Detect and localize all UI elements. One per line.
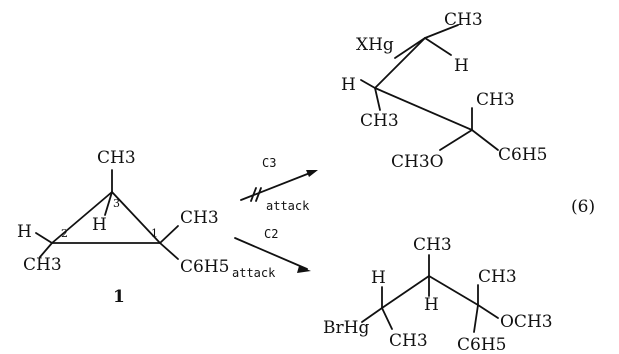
atom-bottom-c6h5: C6H5 (457, 335, 506, 354)
atom-c1-methyl: CH3 (180, 208, 219, 228)
arrow-bottom-sub: C2 (264, 227, 278, 241)
atom-bottom-ch3-bottom: CH3 (389, 331, 428, 351)
bond-c2-methyl (39, 242, 53, 258)
product-bottom: CH3 H H CH3 OCH3 BrHg CH3 C6H5 (323, 235, 553, 354)
bond-ch-h (360, 79, 376, 89)
bond-c1-phenyl (159, 242, 179, 260)
atom-bottom-brhg: BrHg (323, 318, 369, 338)
bond-chain-2 (374, 87, 473, 131)
reactant-cyclopropane: CH3 H H CH3 CH3 C6H5 1 2 3 1 (17, 148, 229, 307)
bond-c1-methyl (159, 225, 179, 244)
bond-ch-ch3 (374, 87, 381, 111)
bond-b-q-ph (473, 304, 479, 333)
atom-top-ch3-c: CH3 (476, 90, 515, 110)
atom-top-ch3-a: CH3 (444, 10, 483, 30)
product-top: XHg CH3 H H CH3 CH3 CH3O C6H5 (341, 10, 547, 172)
block-mark-1 (250, 187, 257, 202)
atom-c2-h: H (17, 222, 32, 242)
bond-b-ch3-bottom (381, 307, 393, 330)
atom-top-h-a: H (454, 56, 469, 76)
bond-hg-c (394, 37, 426, 59)
ring-number-1: 1 (151, 227, 158, 240)
atom-bottom-h-left: H (371, 268, 386, 288)
arrow-bottom-label: attack (232, 266, 276, 280)
bond-q-ph (471, 129, 499, 151)
bond-b-chain-1 (381, 275, 430, 309)
ring-bond-3-2 (51, 191, 113, 244)
atom-xhg: XHg (356, 35, 394, 55)
atom-bottom-h-mid: H (424, 295, 439, 315)
atom-bottom-ch3-right: CH3 (478, 267, 517, 287)
bond-chain-1 (374, 37, 426, 89)
bond-b-hg (361, 307, 383, 323)
atom-top-ch3o: CH3O (391, 152, 444, 172)
arrow-c3-attack: C3 attack (240, 156, 318, 213)
bond-c3-h (104, 191, 113, 216)
bond-c-h (424, 37, 452, 56)
atom-c3-h: H (92, 215, 107, 235)
atom-c1-phenyl: C6H5 (180, 257, 229, 277)
atom-bottom-ch3-top: CH3 (413, 235, 452, 255)
bond-b-q-ome (477, 304, 499, 319)
arrow-top-sub: C3 (262, 156, 276, 170)
arrow-shaft-bottom (234, 237, 308, 270)
bond-b-chain-2 (428, 275, 479, 306)
arrow-top-label: attack (266, 199, 310, 213)
atom-bottom-och3: OCH3 (500, 312, 553, 332)
atom-top-c6h5: C6H5 (498, 145, 547, 165)
bond-q-ome (439, 129, 473, 151)
arrowhead-top (306, 170, 318, 177)
ring-number-2: 2 (61, 227, 68, 240)
atom-top-h-b: H (341, 75, 356, 95)
equation-number: (6) (571, 197, 595, 217)
arrowhead-bottom (297, 266, 311, 273)
ring-bond-3-1 (111, 191, 161, 244)
bond-c-ch3 (424, 24, 459, 39)
atom-c2-methyl: CH3 (23, 255, 62, 275)
atom-c3-methyl: CH3 (97, 148, 136, 168)
bond-c2-h (35, 232, 53, 244)
compound-label: 1 (113, 287, 125, 307)
arrow-c2-attack: C2 attack (232, 227, 311, 280)
block-mark-2 (255, 187, 262, 202)
ring-number-3: 3 (113, 197, 120, 210)
atom-top-ch3-b: CH3 (360, 111, 399, 131)
